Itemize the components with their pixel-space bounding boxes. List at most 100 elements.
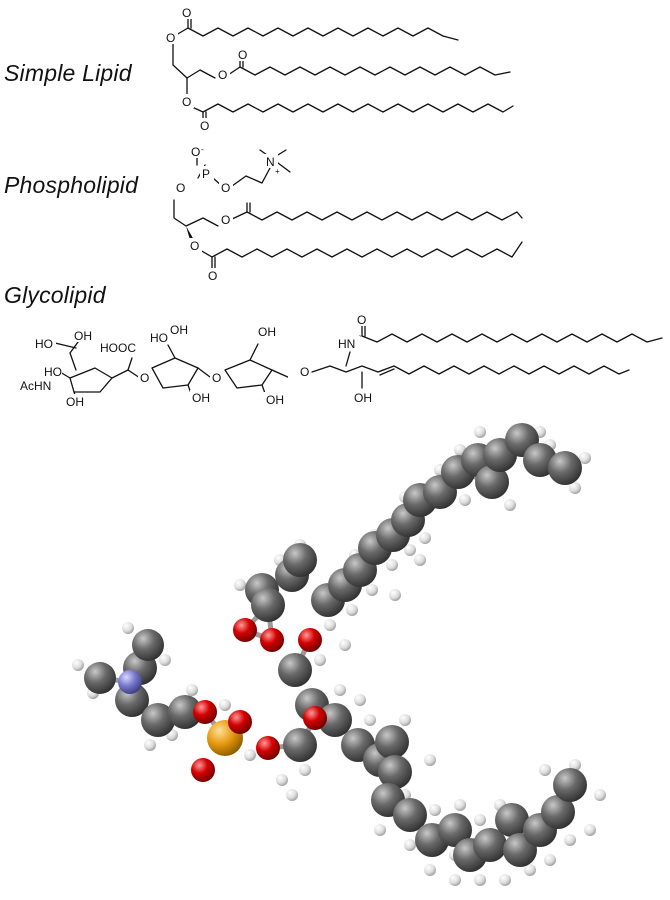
label-glycolipid: Glycolipid [4,282,106,308]
atom-oh: OH [170,323,188,337]
hydrogen-atom [219,699,231,711]
hydrogen-atom [144,739,156,751]
atom-oh: OH [192,391,210,405]
simple-lipid-atoms: O O O O O O [164,5,250,133]
atom-ho: HO [150,331,168,345]
oxygen-atom [193,700,217,724]
atom-n: N [266,155,275,169]
hydrogen-atom [569,482,581,494]
hydrogen-atom [186,684,198,696]
atom-minus: - [201,145,204,154]
carbon-atom [375,725,409,759]
hydrogen-atom [276,774,288,786]
glycolipid-atoms: HO OH HO AcHN HOOC OH O HO OH OH O OH OH… [20,312,374,409]
hydrogen-atom [594,789,606,801]
atom-o: O [191,145,200,159]
oxygen-atom [303,706,327,730]
hydrogen-atom [404,839,416,851]
atom-p: P [202,167,210,181]
hydrogen-atom [386,559,398,571]
hydrogen-atom [366,584,378,596]
hydrogen-atom [364,714,376,726]
hydrogen-atom [414,554,426,566]
atom-achn: AcHN [20,379,51,393]
hydrogen-atom [314,654,326,666]
atom-o: O [208,269,217,283]
hydrogen-atom [72,659,84,671]
hydrogen-atom [299,764,311,776]
hydrogen-atom [286,789,298,801]
atom-oh: OH [66,395,84,409]
carbon-atom [541,795,575,829]
atom-o: O [182,95,191,109]
carbon-atom [438,813,472,847]
atom-hooc: HOOC [100,341,136,355]
hydrogen-atom [449,874,461,886]
carbon-atom [495,803,529,837]
hydrogen-atom [354,694,366,706]
hydrogen-atom [159,654,171,666]
hydrogen-atom [374,824,386,836]
hydrogen-atom [419,532,431,544]
atom-o: O [200,119,209,133]
hydrogen-atom [429,804,441,816]
carbon-atom [84,662,116,694]
oxygen-atom [191,758,215,782]
carbon-atom [378,755,412,789]
hydrogen-atom [122,622,134,634]
carbon-atom [393,798,427,832]
hydrogen-atom [454,799,466,811]
carbon-atom [473,828,507,862]
atom-oh: OH [258,325,276,339]
atom-oh: OH [266,393,284,407]
hydrogen-atom [459,494,471,506]
carbon-atom [132,629,164,661]
hydrogen-atom [499,874,511,886]
carbon-atom [553,768,587,802]
atom-o: O [190,239,199,253]
hydrogen-atom [389,589,401,601]
carbon-atom [475,465,509,499]
hydrogen-atom [474,814,486,826]
carbon-atom [283,543,317,577]
carbon-atom [278,653,312,687]
atom-o: O [357,313,366,327]
oxygen-atom [256,736,280,760]
hydrogen-atom [424,754,436,766]
atom-o: O [221,181,230,195]
hydrogen-atom [544,854,556,866]
glycolipid-structure [54,323,663,405]
atom-o: O [166,31,175,45]
atom-o: O [182,6,191,20]
oxygen-atom [298,628,322,652]
hydrogen-atom [324,619,336,631]
oxygen-atom [228,710,252,734]
carbon-atom [548,451,582,485]
carbon-atom [283,728,317,762]
label-phospholipid: Phospholipid [4,172,139,198]
oxygen-atom [260,628,284,652]
atom-o: O [218,68,227,82]
hydrogen-atom [424,864,436,876]
atom-o: O [140,371,149,385]
label-simple-lipid: Simple Lipid [4,60,132,86]
phospholipid-structure [173,149,523,269]
atom-plus: + [275,167,280,176]
hydrogen-atom [346,604,358,616]
atom-hn: HN [338,337,355,351]
atom-o: O [212,371,221,385]
hydrogen-atom [404,544,416,556]
atom-o: O [238,48,247,62]
hydrogen-atom [524,864,536,876]
atom-oh: OH [74,329,92,343]
oxygen-atom [233,618,257,642]
hydrogen-atom [474,874,486,886]
hydrogen-atom [234,579,246,591]
hydrogen-atom [399,714,411,726]
hydrogen-atom [579,452,591,464]
carbon-atom [168,695,202,729]
hydrogen-atom [504,499,516,511]
hydrogen-atom [339,639,351,651]
hydrogen-atom [569,759,581,771]
nitrogen-atom [118,670,142,694]
